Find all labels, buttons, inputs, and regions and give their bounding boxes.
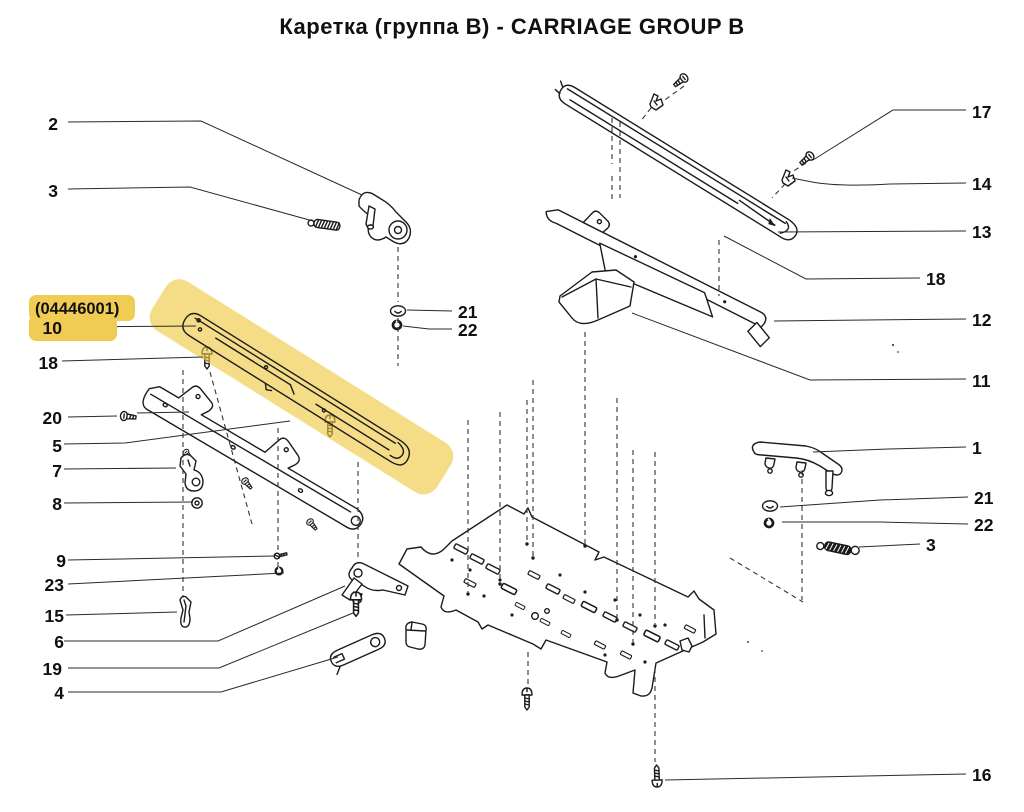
- lock-washer-22-middle: [391, 319, 403, 331]
- callout-22-middle: 22: [458, 320, 478, 340]
- part-base-plate: [398, 504, 717, 697]
- callout-10: 10: [43, 318, 63, 338]
- grommet-8: [191, 497, 203, 509]
- leader-18-left: [61, 356, 204, 362]
- screw-9: [273, 551, 288, 560]
- screw-small-b: [304, 516, 320, 533]
- callout-3-left: 3: [48, 181, 58, 201]
- part-number-badge: (04446001): [29, 295, 135, 341]
- highlight-part-10: [149, 279, 454, 495]
- leader-18-right: [723, 235, 921, 280]
- callout-20: 20: [43, 408, 63, 428]
- callout-19: 19: [43, 659, 63, 679]
- title-english: CARRIAGE GROUP B: [510, 14, 745, 39]
- callout-13: 13: [972, 222, 992, 242]
- callout-2: 2: [48, 114, 58, 134]
- speckles: [747, 343, 899, 652]
- alignment-lines: [182, 85, 807, 762]
- part-1-margin-lever: [751, 441, 843, 497]
- washer-21-middle: [389, 305, 407, 317]
- screw-17-top: [671, 71, 691, 90]
- callout-12: 12: [972, 310, 992, 330]
- leader-4: [68, 656, 339, 693]
- leader-9: [67, 555, 276, 561]
- leader-12: [773, 318, 967, 322]
- spring-3-right: [816, 541, 860, 556]
- title-russian: Каретка (группа B): [279, 14, 490, 39]
- callout-21-middle: 21: [458, 302, 478, 322]
- part-15-blade: [179, 595, 192, 628]
- callout-14: 14: [972, 174, 992, 194]
- part-5-front-rail: [142, 385, 364, 530]
- part-13-carriage-rail: [554, 80, 798, 241]
- leader-22-middle: [402, 325, 452, 330]
- callout-9: 9: [56, 551, 66, 571]
- callout-22-right: 22: [974, 515, 994, 535]
- lock-washer-22-right: [763, 517, 775, 529]
- leader-21-right: [779, 496, 969, 508]
- leader-20: [67, 411, 190, 418]
- screw-16: [650, 764, 664, 788]
- part-12-support-bar: [545, 209, 770, 348]
- leader-23: [67, 572, 285, 585]
- callout-7: 7: [52, 461, 62, 481]
- leader-13: [777, 230, 967, 233]
- leader-6: [64, 585, 346, 642]
- leader-11: [631, 312, 967, 381]
- part-11-deflector-plate: [558, 269, 635, 325]
- leader-22-right: [782, 521, 969, 525]
- callout-16: 16: [972, 765, 992, 785]
- callout-15: 15: [45, 606, 65, 626]
- spring-3-left: [307, 218, 341, 231]
- part-7-hook-lever: [179, 453, 204, 492]
- leader-7: [63, 467, 177, 470]
- callout-8: 8: [52, 494, 62, 514]
- leader-16: [664, 773, 967, 781]
- part-4-link-arm: [329, 632, 386, 676]
- leader-14: [791, 177, 967, 186]
- callout-18-left: 18: [39, 353, 59, 373]
- callout-17: 17: [972, 102, 991, 122]
- screw-20: [119, 410, 138, 423]
- leader-17: [812, 109, 966, 161]
- callout-21-right: 21: [974, 488, 994, 508]
- callout-labels: 2 3 10 18 20 5 7 8 9 23 15 6 19 4 17 14 …: [39, 102, 994, 785]
- callout-5: 5: [52, 436, 62, 456]
- leader-3-left: [67, 186, 314, 222]
- clip-14-top: [649, 93, 664, 111]
- leader-15: [65, 611, 178, 616]
- washer-21-right: [761, 500, 779, 512]
- screw-17-right: [797, 149, 817, 168]
- screw-19: [349, 591, 363, 618]
- part-10-highlighted-rail: [182, 312, 411, 466]
- callout-23: 23: [45, 575, 65, 595]
- leader-3-right: [858, 543, 921, 548]
- callout-18-right: 18: [926, 269, 946, 289]
- leader-21-middle: [406, 309, 453, 312]
- callout-6: 6: [54, 632, 64, 652]
- leader-5: [63, 420, 291, 445]
- part-small-block: [405, 621, 427, 650]
- leader-lines: [61, 109, 969, 781]
- leader-2: [67, 120, 363, 196]
- title-separator: -: [489, 14, 511, 39]
- part-number-label: (04446001): [35, 300, 119, 318]
- callout-4: 4: [54, 683, 64, 703]
- callout-11: 11: [972, 371, 991, 391]
- leader-8: [63, 501, 194, 504]
- part-2-release-lever: [358, 191, 412, 245]
- leader-1: [812, 446, 967, 453]
- leader-19: [68, 612, 354, 669]
- page-title: Каретка (группа B) - CARRIAGE GROUP B: [0, 14, 1024, 40]
- callout-3-right: 3: [926, 535, 936, 555]
- screw-bottom-center: [521, 687, 533, 711]
- callout-1: 1: [972, 438, 982, 458]
